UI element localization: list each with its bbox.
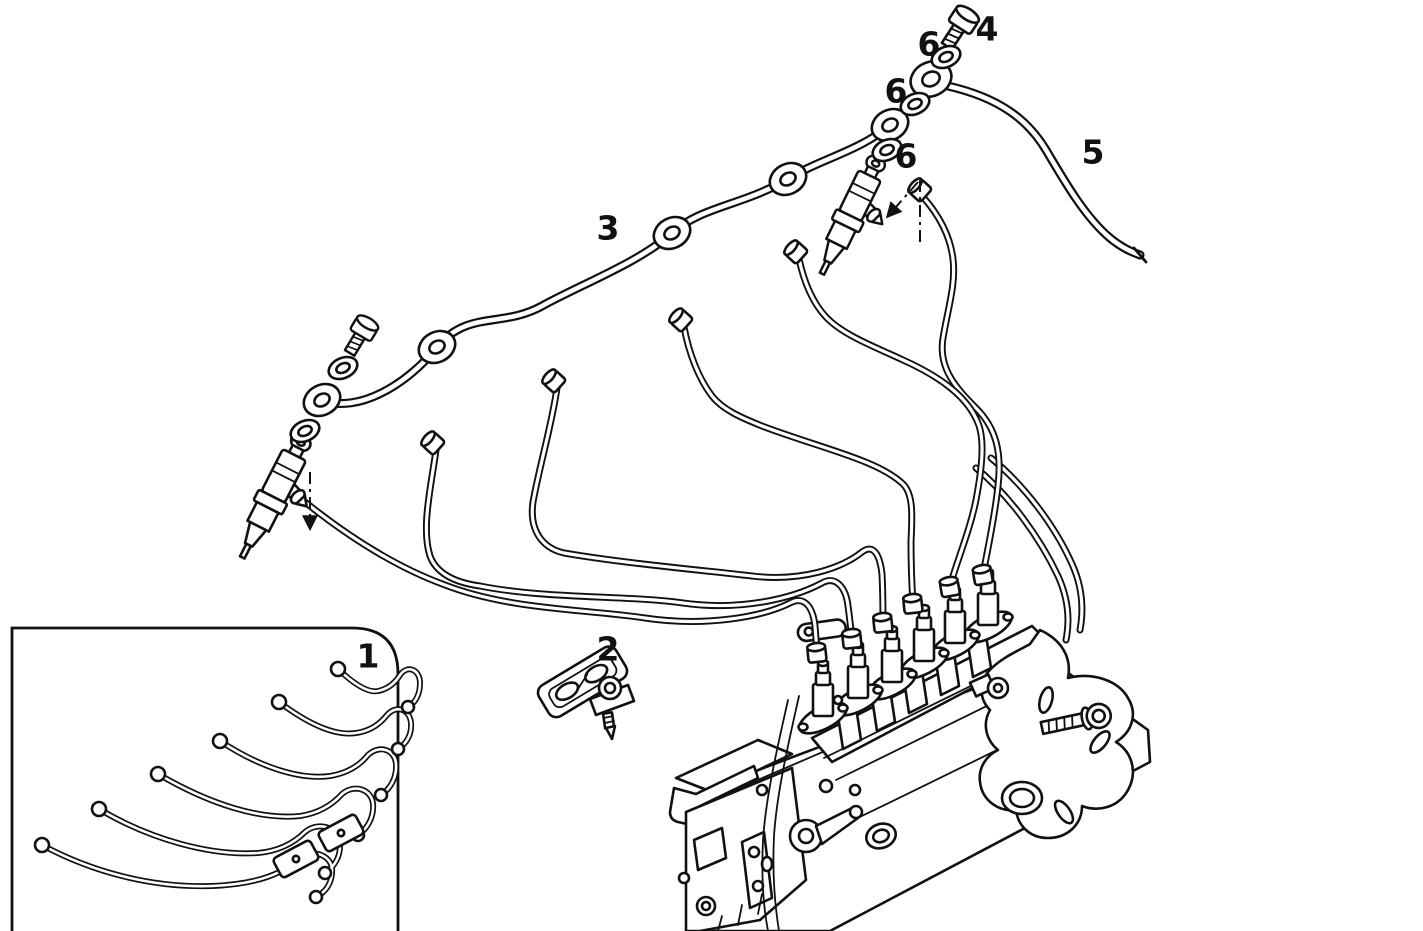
hose-banjo-fitting — [909, 59, 953, 99]
inset-box — [10, 626, 420, 931]
callout-4-banjo-bolt: 4 — [975, 9, 999, 49]
pipe-end-balls — [33, 660, 416, 905]
pump-side-bolt — [1039, 702, 1113, 736]
fuel-return-hose — [909, 59, 1148, 264]
injection-pump — [668, 458, 1152, 931]
leak-off-pipe — [296, 101, 916, 424]
injection-pipe-set — [33, 660, 420, 905]
banjo-bolt-left — [338, 311, 382, 361]
inset-clamp-blocks — [272, 813, 365, 879]
pump-front-details — [755, 694, 897, 931]
callout-3-leak-off-pipe: 3 — [596, 208, 620, 248]
pump-mounting-bracket — [978, 628, 1135, 840]
stop-lever — [796, 618, 847, 643]
callout-6-washer-bottom: 6 — [894, 136, 918, 176]
callout-2-pipe-clamp: 2 — [596, 629, 620, 669]
callout-1-injection-pipe-set: 1 — [356, 636, 380, 676]
pipe-clamp — [536, 645, 636, 741]
overflow-fitting — [968, 673, 1010, 700]
callout-6-washer-top: 6 — [917, 24, 941, 64]
callout-5-return-hose: 5 — [1081, 132, 1105, 172]
assembly-indicators — [302, 180, 921, 532]
callout-6-washer-middle: 6 — [884, 71, 908, 111]
injector-left — [226, 426, 339, 576]
